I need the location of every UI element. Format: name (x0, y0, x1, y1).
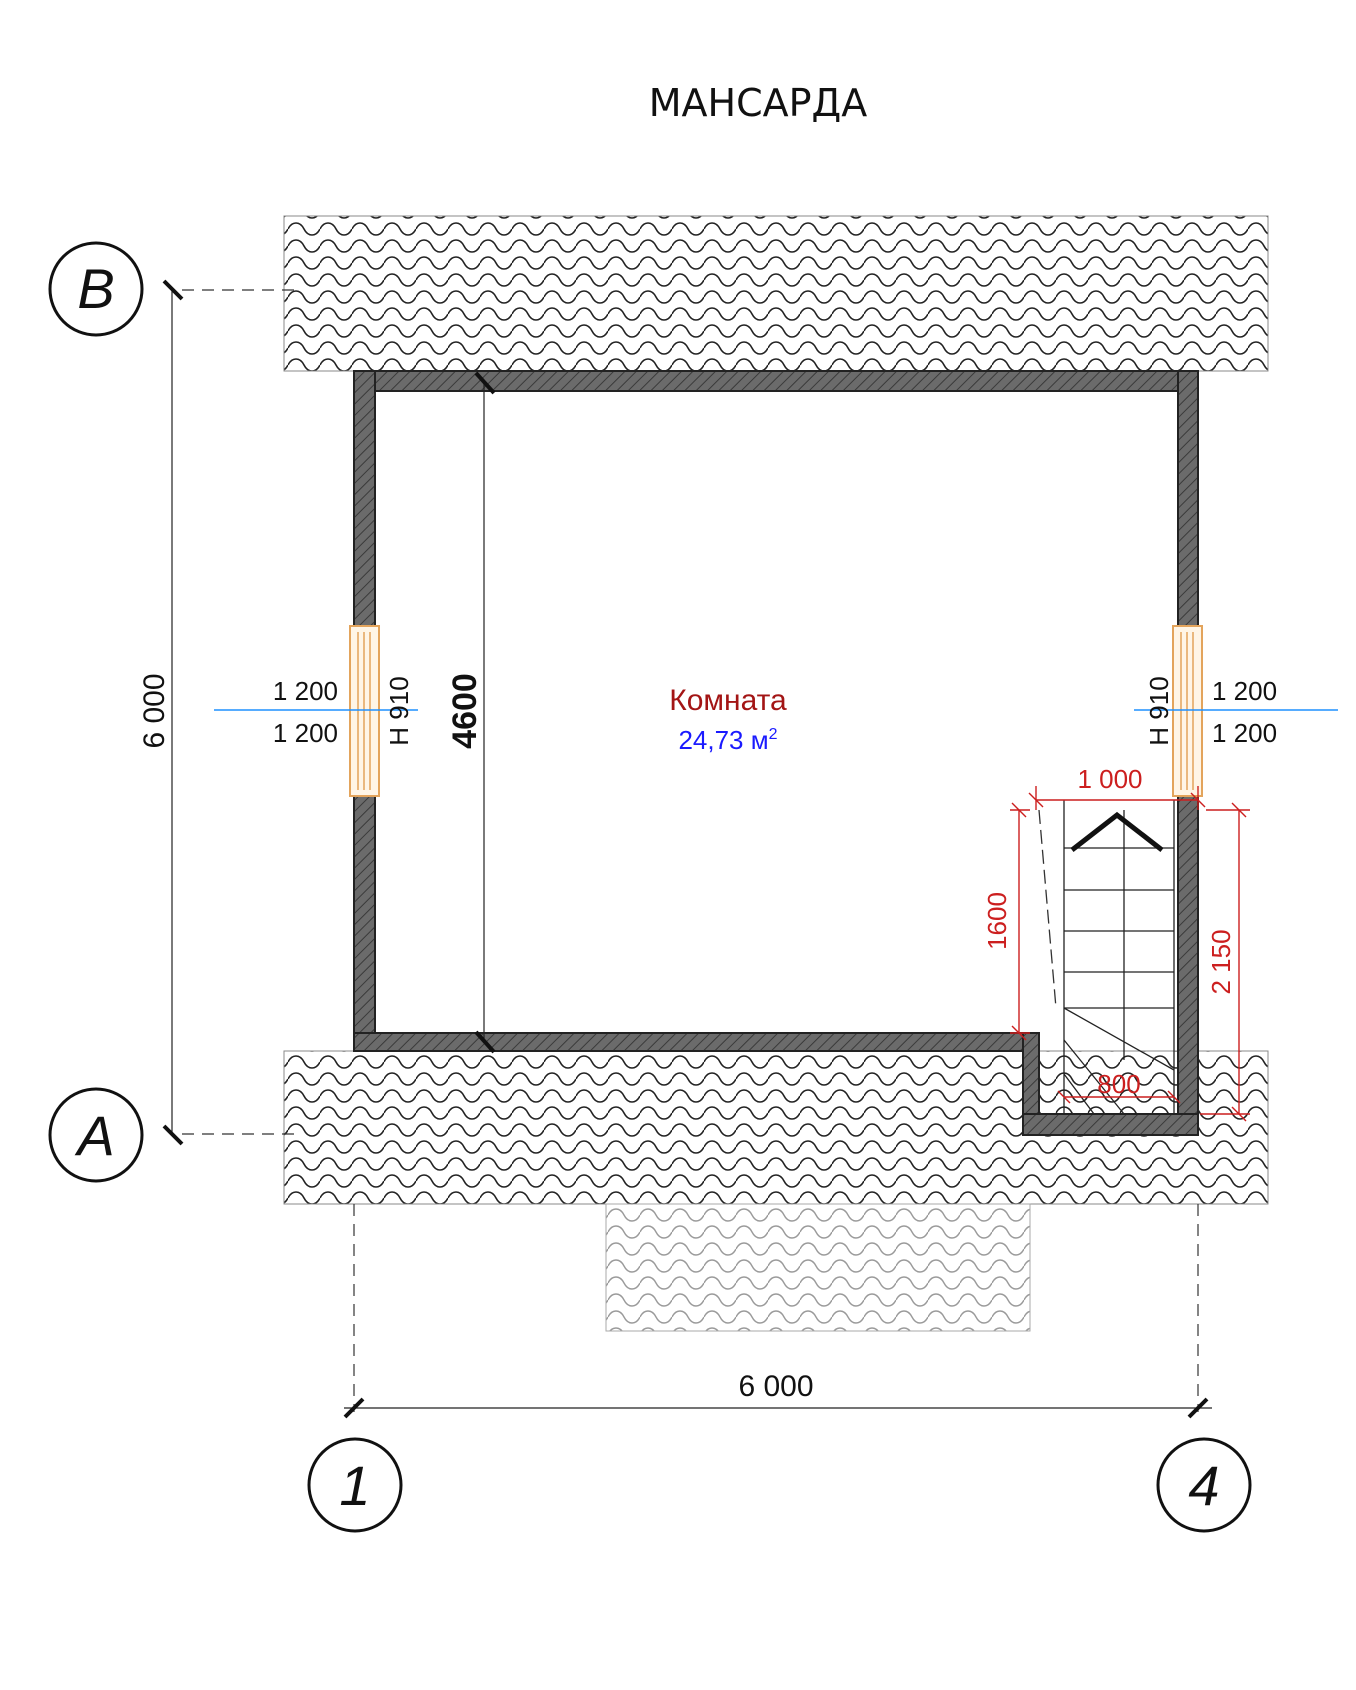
inner-dimension-label: 4600 (446, 673, 484, 749)
axis-bubble-b: B (48, 241, 144, 337)
stair-dimension-lines (1010, 786, 1250, 1122)
stair-landing-label: 800 (1097, 1069, 1140, 1099)
room-area: 24,73 м2 (678, 725, 777, 755)
stair (1038, 800, 1175, 1115)
room-name: Комната (669, 684, 787, 717)
stair-total-label: 2 150 (1206, 929, 1236, 994)
overall-vertical-label: 6 000 (138, 673, 171, 748)
walls (353, 370, 1199, 1136)
window-right (1172, 625, 1203, 797)
svg-text:1: 1 (339, 1454, 370, 1517)
window-right-width-top: 1 200 (1212, 676, 1277, 706)
overall-horizontal-label: 6 000 (738, 1370, 813, 1403)
overall-horizontal-dimension (343, 1204, 1212, 1419)
overall-vertical-dimension (162, 279, 300, 1146)
stair-run-label: 1600 (982, 892, 1012, 950)
axis-bubble-1: 1 (307, 1437, 403, 1533)
window-left (349, 625, 380, 797)
axis-bubble-4: 4 (1156, 1437, 1252, 1533)
window-left-sill: H 910 (384, 676, 414, 745)
porch-roof (605, 1203, 1031, 1332)
window-left-width-top: 1 200 (273, 676, 338, 706)
svg-text:A: A (74, 1104, 114, 1167)
inner-dimension (474, 371, 496, 1054)
svg-text:B: B (77, 257, 114, 320)
axis-bubble-a: A (48, 1087, 144, 1183)
window-right-sill: H 910 (1144, 676, 1174, 745)
window-right-width-bottom: 1 200 (1212, 718, 1277, 748)
window-left-width-bottom: 1 200 (273, 718, 338, 748)
page-title: МАНСАРДА (649, 81, 867, 125)
roof-band-top (283, 215, 1269, 372)
stair-width-label: 1 000 (1077, 764, 1142, 794)
svg-text:4: 4 (1188, 1454, 1219, 1517)
